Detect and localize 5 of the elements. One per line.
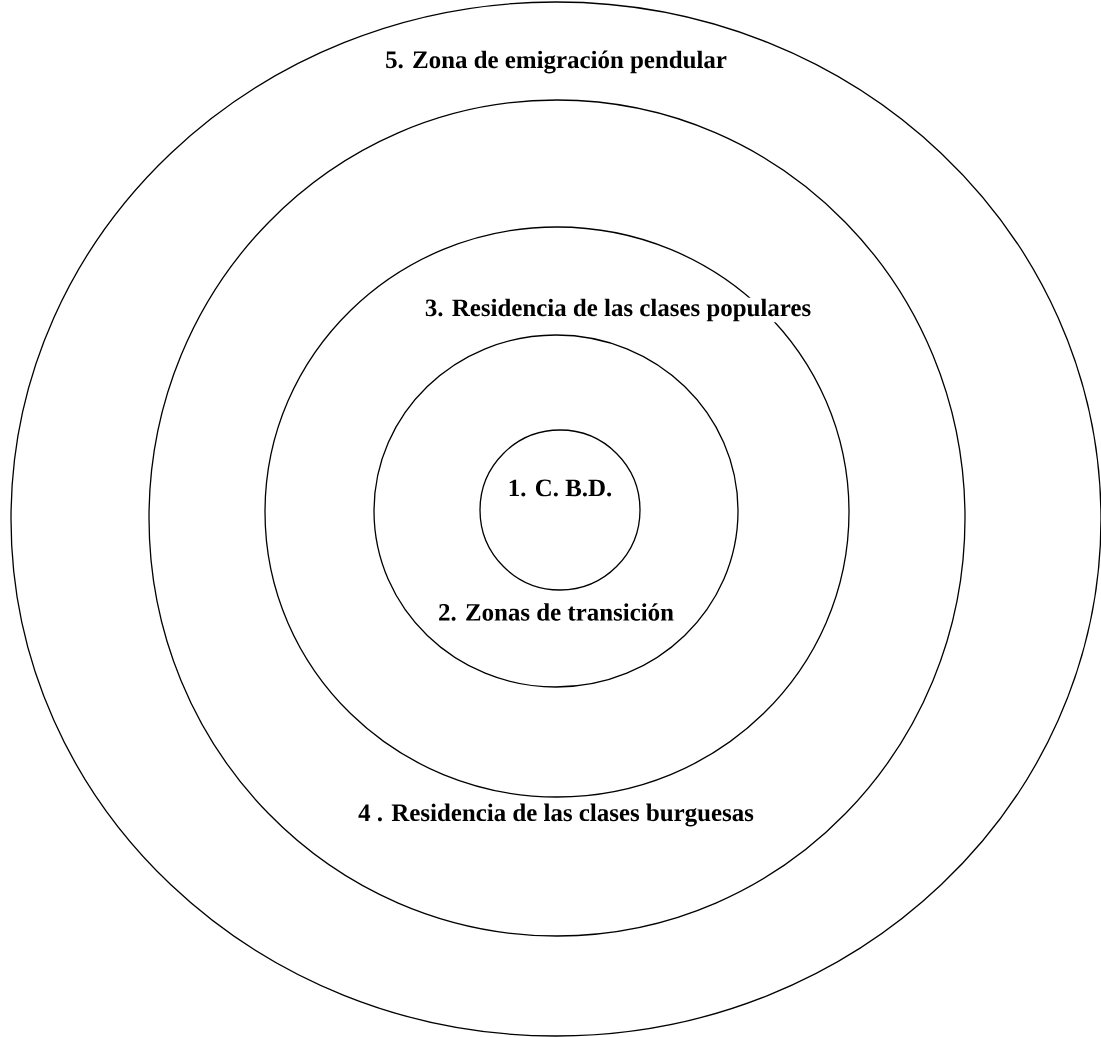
zone-label: 3. Residencia de las clases populares	[423, 297, 813, 323]
zone-label: 4 . Residencia de las clases burguesas	[357, 802, 755, 828]
zone-label: 5. Zona de emigración pendular	[384, 49, 728, 75]
zone-label: 2. Zonas de transición	[437, 602, 675, 622]
zone-label: 1. C. B.D.	[506, 478, 614, 498]
